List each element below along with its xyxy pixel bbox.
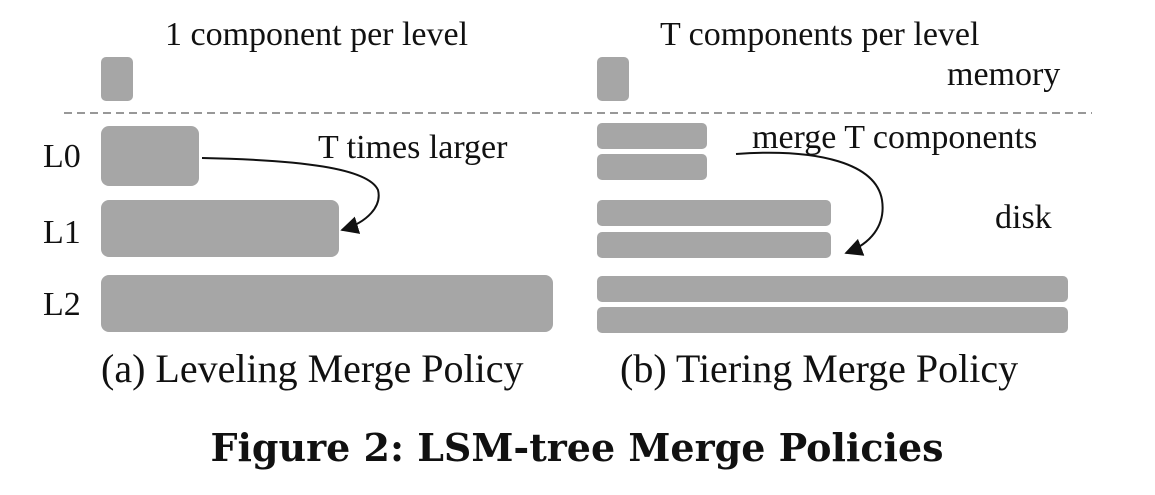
- tiering-memory-component: [597, 57, 629, 101]
- leveling-arrow-label: T times larger: [318, 129, 508, 166]
- tiering-l2-component-1: [597, 276, 1068, 302]
- disk-label: disk: [995, 199, 1052, 236]
- level-label-l2: L2: [43, 286, 81, 323]
- tiering-l2-component-2: [597, 307, 1068, 333]
- memory-label: memory: [947, 56, 1060, 93]
- leveling-memory-component: [101, 57, 133, 101]
- tiering-header: T components per level: [660, 16, 979, 53]
- figure-caption: Figure 2: LSM-tree Merge Policies: [210, 425, 943, 470]
- leveling-caption: (a) Leveling Merge Policy: [101, 346, 523, 391]
- leveling-l2-component: [101, 275, 553, 332]
- leveling-header: 1 component per level: [165, 16, 468, 53]
- tiering-l0-component-1: [597, 123, 707, 149]
- leveling-merge-arrow: [201, 157, 380, 234]
- level-label-l1: L1: [43, 214, 81, 251]
- tiering-l0-component-2: [597, 154, 707, 180]
- leveling-l1-component: [101, 200, 339, 257]
- tiering-l1-component-2: [597, 232, 831, 258]
- tiering-arrow-label: merge T components: [752, 119, 1037, 156]
- leveling-l0-component: [101, 126, 199, 186]
- tiering-merge-arrow: [735, 151, 884, 256]
- level-label-l0: L0: [43, 138, 81, 175]
- tiering-caption: (b) Tiering Merge Policy: [620, 346, 1018, 391]
- tiering-l1-component-1: [597, 200, 831, 226]
